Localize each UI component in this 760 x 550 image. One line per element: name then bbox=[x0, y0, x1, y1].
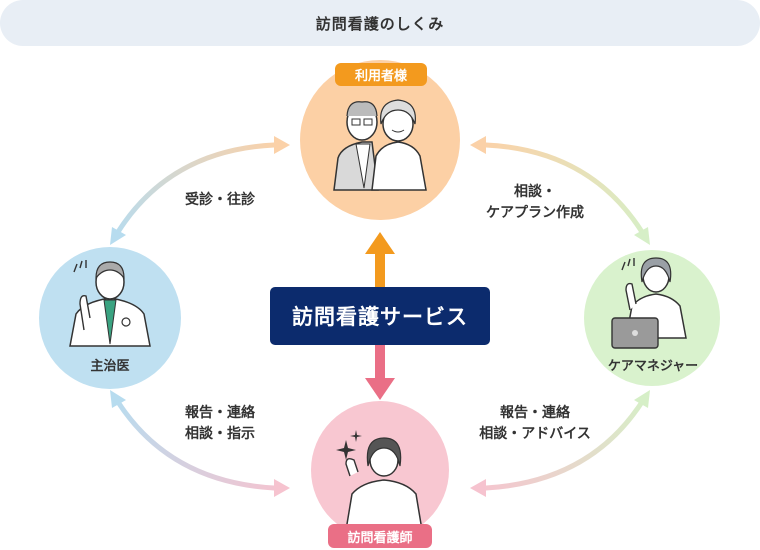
relation-doctor-nurse: 報告・連絡 相談・指示 bbox=[165, 403, 275, 445]
arrow-user-manager bbox=[483, 142, 645, 235]
doctor-illustration bbox=[39, 247, 181, 389]
relation-user-manager-line1: 相談・ bbox=[514, 184, 556, 200]
arrow-manager-nurse bbox=[483, 399, 645, 491]
doctor-name: 主治医 bbox=[90, 359, 130, 374]
relation-user-manager: 相談・ ケアプラン作成 bbox=[480, 182, 590, 224]
relation-manager-nurse: 報告・連絡 相談・アドバイス bbox=[462, 403, 608, 445]
care-manager-illustration bbox=[584, 250, 720, 386]
relation-doctor-nurse-line2: 相談・指示 bbox=[185, 426, 255, 442]
user-illustration bbox=[300, 60, 460, 220]
nurse-illustration bbox=[311, 401, 449, 539]
relation-manager-nurse-line1: 報告・連絡 bbox=[500, 405, 570, 421]
relation-doctor-nurse-line1: 報告・連絡 bbox=[185, 405, 255, 421]
user-tag: 利用者様 bbox=[335, 63, 427, 86]
relation-user-manager-line2: ケアプラン作成 bbox=[486, 205, 584, 221]
center-service-box: 訪問看護サービス bbox=[270, 287, 490, 345]
diagram-title: 訪問看護のしくみ bbox=[0, 0, 760, 46]
arrow-user-doctor bbox=[115, 142, 277, 235]
nurse-tag: 訪問看護師 bbox=[328, 524, 432, 548]
relation-user-doctor: 受診・往診 bbox=[170, 190, 270, 211]
relation-manager-nurse-line2: 相談・アドバイス bbox=[479, 426, 591, 442]
arrow-doctor-nurse bbox=[115, 399, 277, 491]
relation-user-doctor-line1: 受診・往診 bbox=[185, 192, 255, 208]
care-manager-name: ケアマネジャー bbox=[607, 359, 699, 374]
